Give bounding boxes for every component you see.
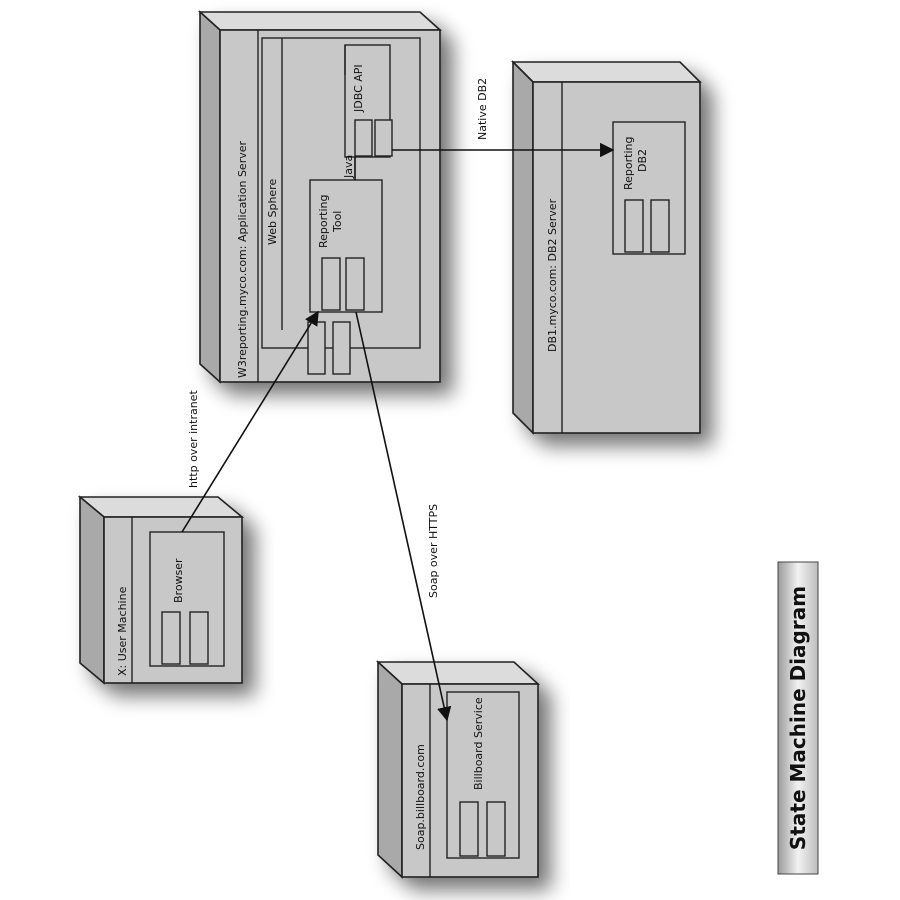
app-server-node (197, 10, 443, 384)
soap-server-node (375, 660, 541, 879)
browser-label: Browser (172, 558, 185, 603)
java-label: Java (342, 155, 355, 179)
web-sphere-label: Web Sphere (266, 179, 279, 245)
jdbc-api-component (344, 44, 393, 158)
soap-server-label: Soap.billboard.com (414, 744, 427, 850)
app-server-label: W3reporting.myco.com: Application Server (236, 141, 249, 378)
reporting-tool-label-2: Tool (331, 211, 344, 233)
web-sphere-port-left (307, 321, 326, 375)
browser-component (149, 531, 225, 667)
billboard-service-label: Billboard Service (472, 697, 485, 790)
user-machine-node (77, 495, 245, 685)
reporting-db2-label-2: DB2 (636, 149, 649, 172)
native-db2-label: Native DB2 (476, 78, 489, 140)
soap-connector (355, 311, 452, 722)
reporting-db2-label: Reporting (622, 137, 635, 190)
http-over-intranet-label: http over intranet (187, 390, 200, 488)
db-server-node (511, 60, 702, 435)
user-machine-label: X: User Machine (116, 586, 129, 676)
diagram-title: State Machine Diagram (786, 586, 810, 850)
reporting-tool-component (309, 179, 383, 313)
reporting-tool-label: Reporting (317, 195, 330, 248)
web-sphere-port-right (332, 321, 351, 375)
db-server-label: DB1.myco.com: DB2 Server (546, 198, 559, 352)
http-connector (181, 310, 319, 533)
billboard-service-component (446, 691, 520, 859)
soap-over-https-label: Soap over HTTPS (427, 504, 440, 598)
reporting-db2-component (612, 121, 686, 255)
diagram-title-badge: State Machine Diagram (777, 561, 819, 875)
jdbc-api-label: JDBC API (352, 64, 365, 113)
